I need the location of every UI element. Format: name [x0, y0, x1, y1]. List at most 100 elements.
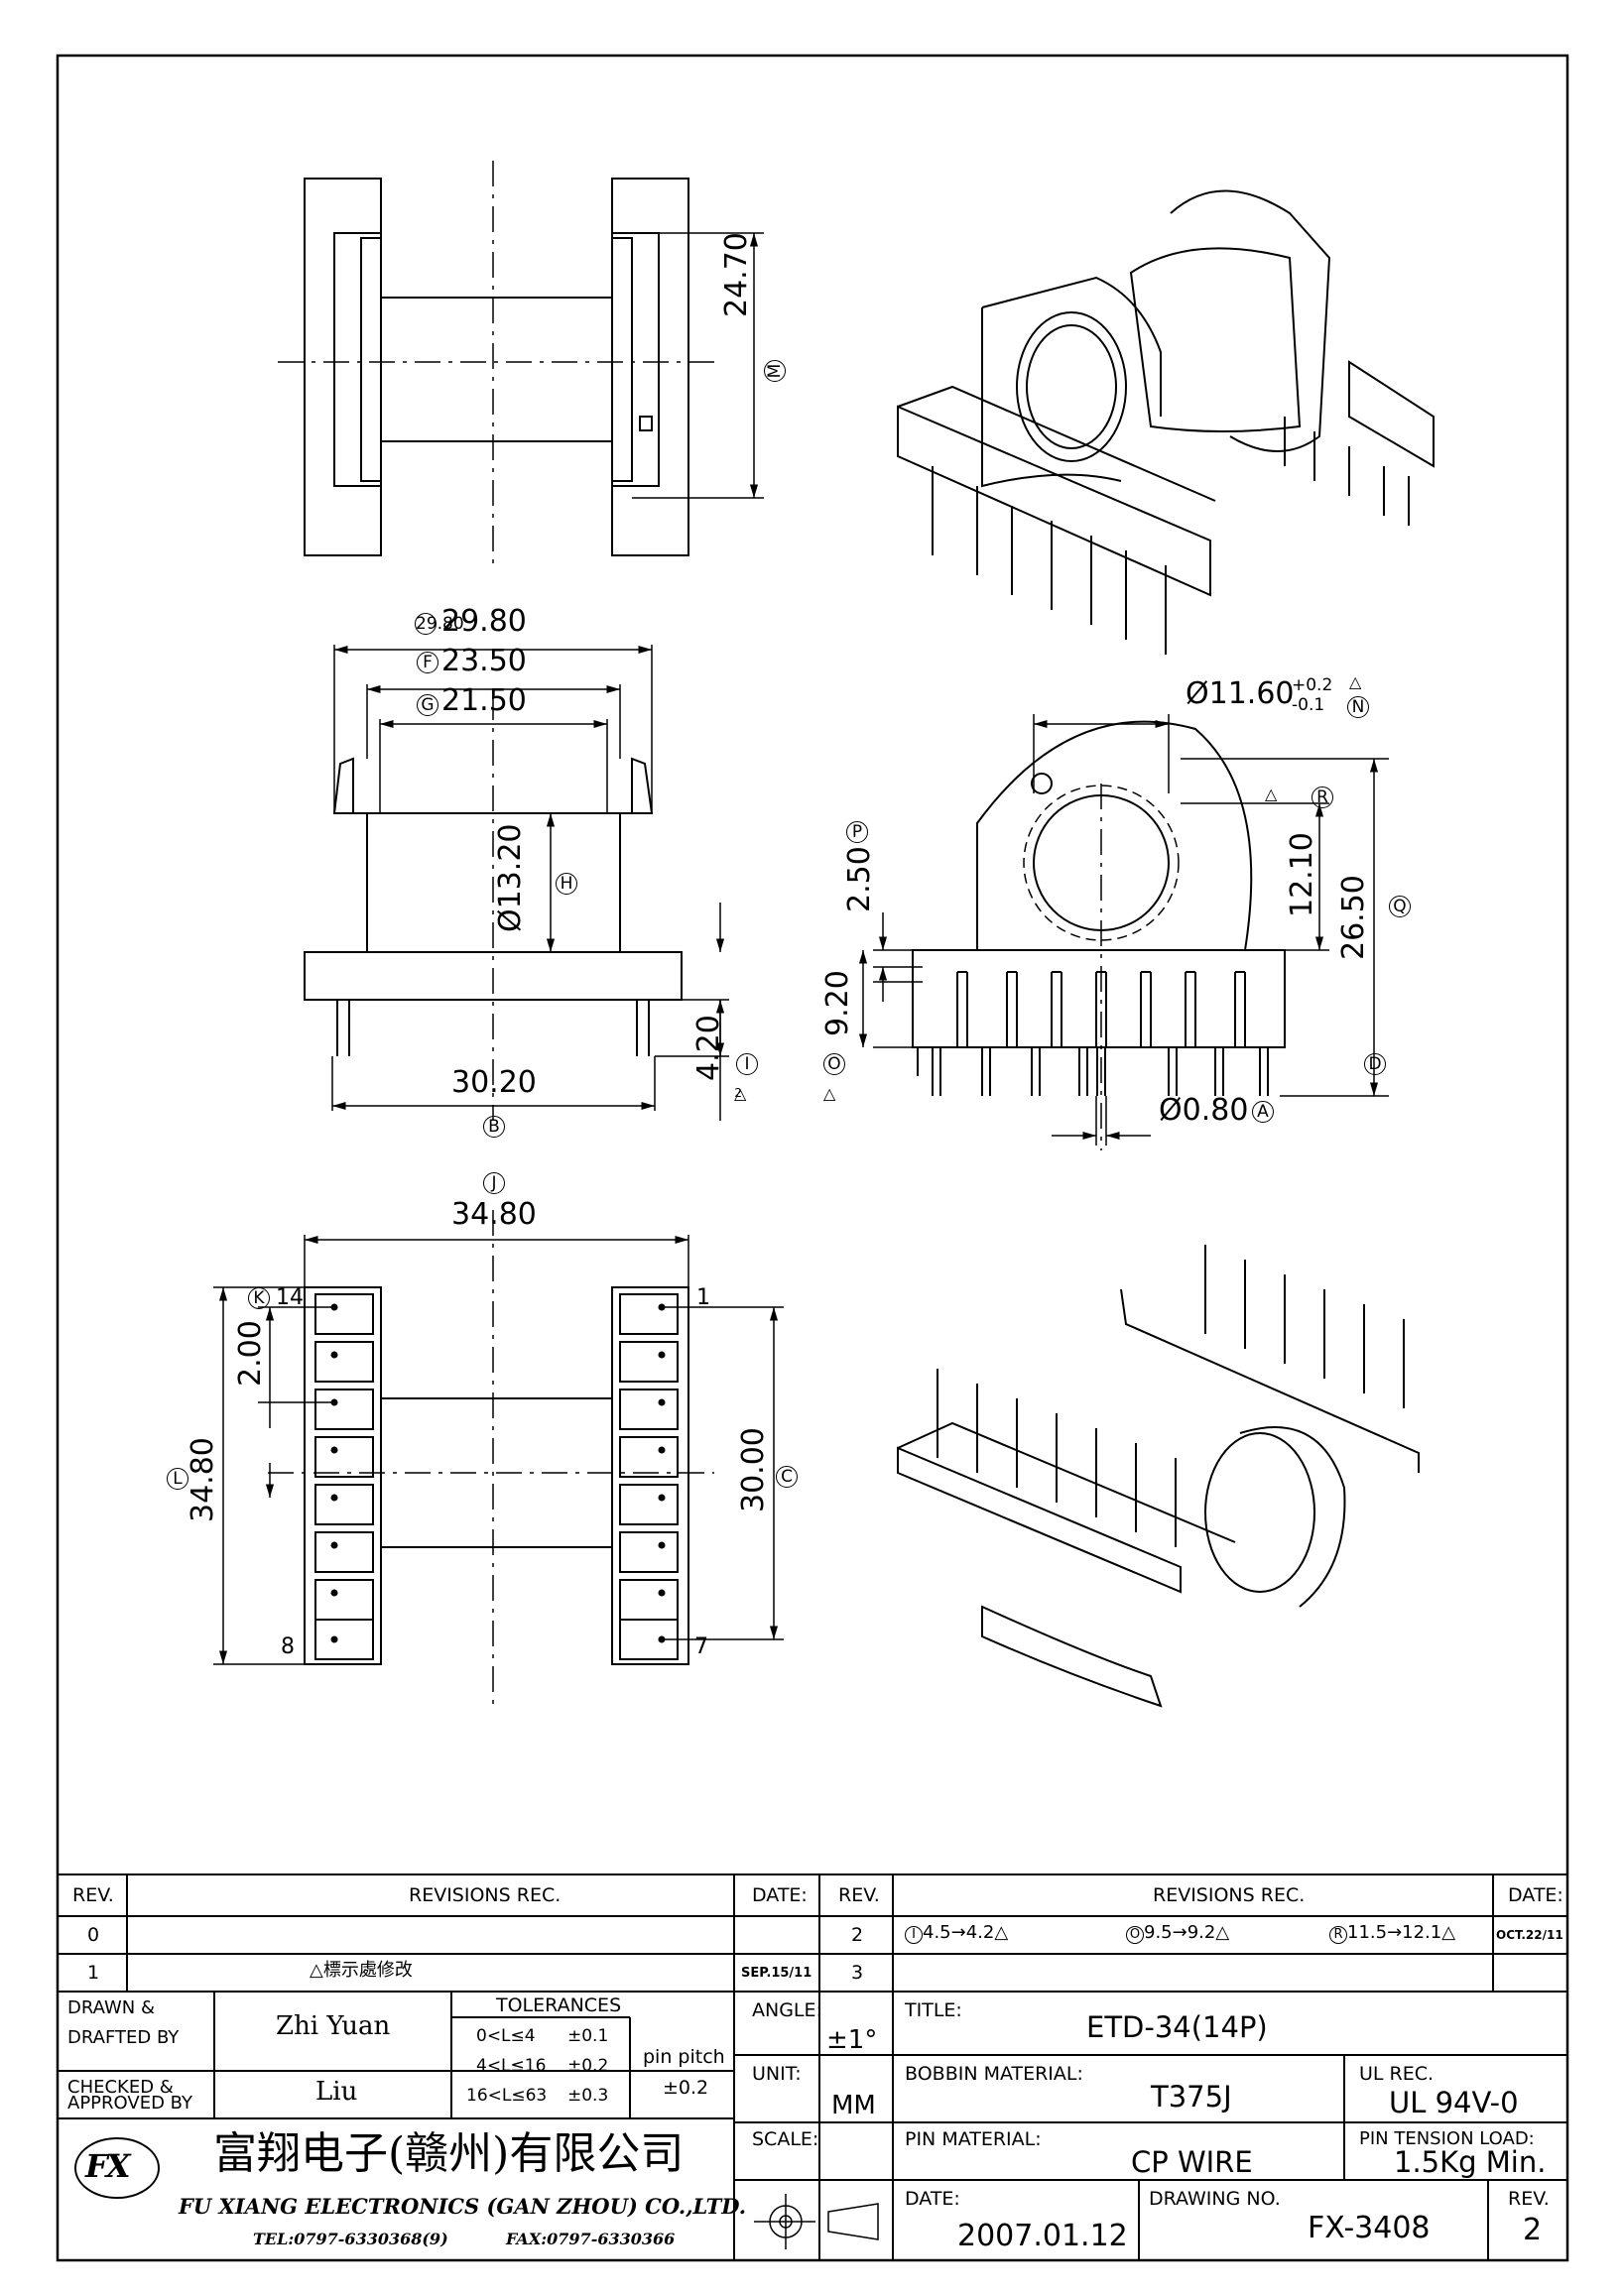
angle-label: ANGLE:: [752, 1999, 822, 2021]
revisions-col-header: REVISIONS REC.: [409, 1884, 562, 1906]
rev-col-header-2: REV.: [838, 1884, 880, 1906]
dim-2-00: 2.00: [233, 1320, 268, 1387]
rev-0: 0: [87, 1924, 100, 1946]
dim-2-50: 2.50: [842, 846, 877, 912]
company-logo: FX: [85, 2147, 131, 2185]
tol-value-3: ±0.3: [567, 2086, 609, 2106]
company-tel: TEL:0797-6330368(9): [253, 2230, 448, 2248]
title-label: TITLE:: [905, 1999, 962, 2021]
date-label: DATE:: [905, 2188, 960, 2210]
pin-label-14: 14: [276, 1285, 304, 1310]
revisions-col-header-2: REVISIONS REC.: [1153, 1884, 1306, 1906]
rev-2: 2: [851, 1924, 864, 1946]
pin-tension-label: PIN TENSION LOAD:: [1359, 2128, 1535, 2149]
callout-g: G: [417, 694, 438, 716]
dim-30-00: 30.00: [736, 1427, 771, 1512]
title-value: ETD-34(14P): [1086, 2010, 1268, 2044]
checked-by-name: Liu: [315, 2077, 358, 2107]
bobbin-material-label: BOBBIN MATERIAL:: [905, 2063, 1083, 2085]
company-fax: FAX:0797-6330366: [506, 2230, 676, 2248]
tol-value-2: ±0.2: [567, 2056, 609, 2076]
side-view-top: [278, 161, 764, 570]
rev-1: 1: [87, 1962, 100, 1984]
dim-34-80-top: 34.80: [451, 1197, 537, 1232]
pin-tension-value: 1.5Kg Min.: [1394, 2145, 1547, 2179]
pin-material-value: CP WIRE: [1131, 2145, 1253, 2179]
dim-34-80-side: 34.80: [186, 1437, 220, 1522]
dim-26-50: 26.50: [1336, 875, 1371, 960]
tol-plus: +0.2: [1292, 675, 1333, 695]
callout-j: J: [483, 1172, 505, 1194]
tol-range-1: 0<L≤4: [476, 2026, 536, 2046]
pin-label-1: 1: [696, 1285, 710, 1310]
drawing-no-value: FX-3408: [1308, 2211, 1431, 2245]
unit-value: MM: [831, 2091, 876, 2120]
rev-2-change-r-text: 11.5→12.1: [1347, 1922, 1442, 1943]
isometric-view-bottom: [897, 1245, 1420, 1708]
revision-triangle-r: △: [1265, 785, 1278, 803]
callout-b: B: [483, 1116, 505, 1138]
drawn-by-name: Zhi Yuan: [276, 2011, 391, 2041]
dim-24-70: 24.70: [719, 232, 754, 317]
dim-dia-11-60: Ø11.60: [1186, 676, 1295, 711]
rev-1-description: △標示處修改: [310, 1960, 413, 1981]
pin-pitch-label: pin pitch: [643, 2046, 725, 2068]
checked-label-1: CHECKED &: [67, 2077, 174, 2098]
dim-dia-0-80: Ø0.80: [1159, 1093, 1249, 1128]
rev-1-date: SEP.15/11: [741, 1966, 812, 1981]
bobbin-material-value: T375J: [1151, 2080, 1232, 2114]
callout-n: N: [1347, 696, 1369, 718]
pin-pitch-value: ±0.2: [663, 2077, 709, 2099]
dim-9-20: 9.20: [820, 970, 855, 1036]
ul-rec-value: UL 94V-0: [1389, 2086, 1519, 2119]
unit-label: UNIT:: [752, 2063, 802, 2085]
company-name-english: FU XIANG ELECTRONICS (GAN ZHOU) CO.,LTD.: [179, 2194, 747, 2219]
callout-p: P: [846, 821, 868, 843]
callout-e: 29.80: [415, 613, 464, 635]
rev-col-header: REV.: [72, 1884, 114, 1906]
pin-pads-right: [619, 1293, 679, 1660]
company-logo-oval: [74, 2137, 160, 2199]
sheet-border: [56, 54, 1569, 2262]
pin-pads-left: [314, 1293, 374, 1660]
pin-label-7: 7: [694, 1634, 708, 1659]
rev-2-change-i-text: 4.5→4.2: [923, 1922, 995, 1943]
rev-triangle-num: 2: [734, 1086, 742, 1100]
revision-triangle-o: △: [823, 1084, 836, 1103]
dim-21-50-text: 21.50: [441, 683, 527, 718]
pin-label-8: 8: [281, 1634, 295, 1659]
callout-c: C: [776, 1466, 798, 1488]
end-view-right: [858, 714, 1389, 1150]
callout-a: A: [1252, 1101, 1274, 1123]
date-col-header-2: DATE:: [1508, 1884, 1563, 1906]
bottom-view: [213, 1210, 784, 1706]
dim-24-70-text: 24.70: [719, 232, 754, 317]
revision-triangle-n: △: [1349, 672, 1362, 691]
rev-value: 2: [1523, 2213, 1543, 2247]
rev-2-change-o-text: 9.5→9.2: [1144, 1922, 1216, 1943]
company-name-chinese: 富翔电子(赣州)有限公司: [213, 2128, 685, 2179]
callout-i: I: [736, 1053, 758, 1075]
isometric-pins-bottom: [937, 1245, 1405, 1547]
callout-d: D: [1364, 1053, 1386, 1075]
tol-range-3: 16<L≤63: [466, 2086, 548, 2106]
dim-4-20: 4.20: [691, 1015, 726, 1081]
callout-f: F: [417, 652, 438, 673]
dim-29-80-text: 29.80: [441, 604, 527, 639]
tolerances-title: TOLERANCES: [496, 1994, 622, 2016]
drawing-no-label: DRAWING NO.: [1149, 2188, 1281, 2210]
scale-label: SCALE:: [752, 2128, 819, 2150]
tol-value-1: ±0.1: [567, 2026, 609, 2046]
projection-symbol: [754, 2194, 879, 2249]
drawn-label-1: DRAWN &: [67, 1997, 155, 2018]
rev-2-date: OCT.22/11: [1496, 1928, 1563, 1942]
callout-q: Q: [1389, 896, 1411, 917]
ul-rec-label: UL REC.: [1359, 2063, 1435, 2085]
end-view-pins: [932, 971, 1269, 1096]
tol-minus: -0.1: [1292, 695, 1325, 715]
isometric-view-top: [897, 189, 1435, 655]
tol-range-2: 4<L≤16: [476, 2056, 547, 2076]
rev-1-description-text: 標示處修改: [322, 1960, 413, 1981]
